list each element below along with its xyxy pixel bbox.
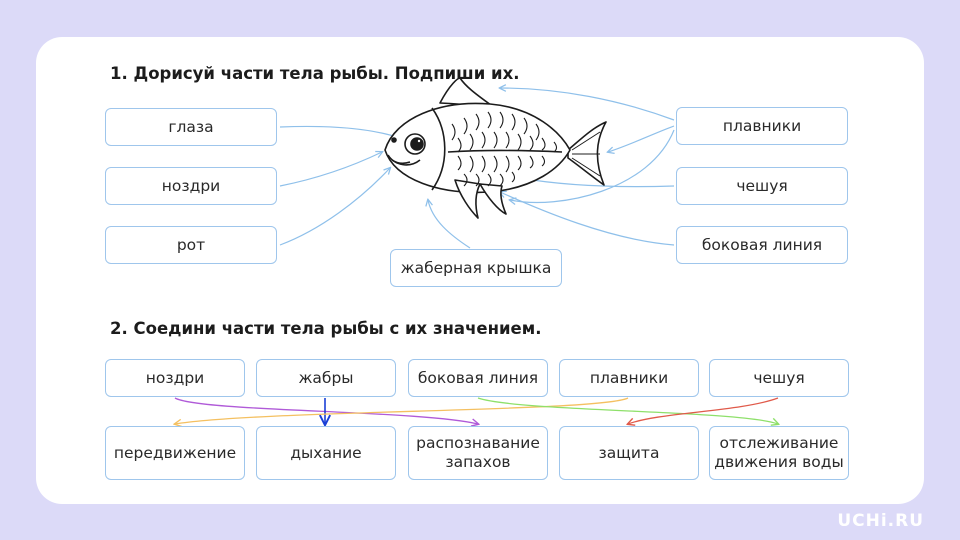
meaning-smell-recognition[interactable]: распознавание запахов (408, 426, 548, 480)
line-scales-protection (628, 397, 779, 424)
meaning-breathing[interactable]: дыхание (256, 426, 396, 480)
arrow-fins-top (500, 88, 675, 121)
label-scales[interactable]: чешуя (676, 167, 848, 205)
arrow-gill (428, 200, 471, 249)
line-nostrils-smell (174, 397, 478, 424)
label-lateral-line[interactable]: боковая линия (676, 226, 848, 264)
meaning-movement[interactable]: передвижение (105, 426, 245, 480)
arrow-lateral (500, 192, 675, 246)
part-gills[interactable]: жабры (256, 359, 396, 397)
task1-title: 1. Дорисуй части тела рыбы. Подпиши их. (110, 64, 520, 83)
line-lateral-water (477, 397, 778, 424)
part-fins[interactable]: плавники (559, 359, 699, 397)
task2-title: 2. Соедини части тела рыбы с их значение… (110, 319, 542, 338)
brand-logo: UCHi.RU (837, 511, 924, 531)
label-eyes[interactable]: глаза (105, 108, 277, 146)
arrow-fins-bottom (510, 129, 675, 202)
arrow-fins-tail (608, 125, 675, 152)
part-lateral-line[interactable]: боковая линия (408, 359, 548, 397)
part-nostrils[interactable]: ноздри (105, 359, 245, 397)
label-mouth[interactable]: рот (105, 226, 277, 264)
label-nostrils[interactable]: ноздри (105, 167, 277, 205)
part-scales[interactable]: чешуя (709, 359, 849, 397)
label-fins[interactable]: плавники (676, 107, 848, 145)
arrow-nostrils (279, 152, 382, 187)
label-gill-cover[interactable]: жаберная крышка (390, 249, 562, 287)
arrow-eyes (279, 125, 400, 138)
meaning-water-movement-tracking[interactable]: отслеживание движения воды (709, 426, 849, 480)
arrow-mouth (279, 168, 390, 246)
line-fins-movement (175, 397, 629, 424)
meaning-protection[interactable]: защита (559, 426, 699, 480)
